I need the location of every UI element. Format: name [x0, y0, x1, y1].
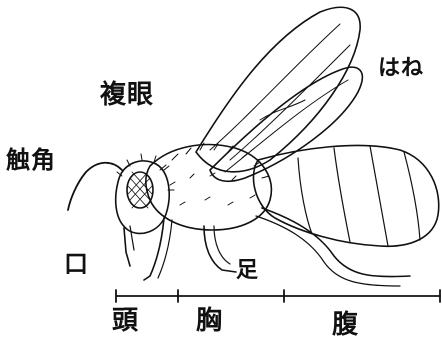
forewing [196, 7, 360, 172]
label-wing: はね [378, 58, 424, 80]
abdomen-stripe [370, 146, 388, 246]
label-head: 頭 [112, 308, 139, 334]
antenna [68, 163, 122, 210]
label-compound-eye: 複眼 [100, 82, 154, 108]
compound-eye [127, 172, 153, 208]
abdomen-stripe [334, 148, 350, 242]
label-antenna: 触角 [6, 148, 56, 172]
label-abdomen: 腹 [332, 312, 359, 338]
label-leg: 足 [236, 260, 259, 282]
abdomen-stripe [298, 158, 312, 234]
front-leg-inner [158, 220, 172, 278]
label-mouth: 口 [64, 252, 89, 276]
middle-leg [204, 226, 236, 272]
label-thorax: 胸 [196, 308, 223, 334]
abdomen-stripe [404, 152, 420, 240]
mouthparts [130, 226, 134, 250]
mouthparts [124, 228, 130, 266]
middle-leg-inner [214, 226, 230, 264]
